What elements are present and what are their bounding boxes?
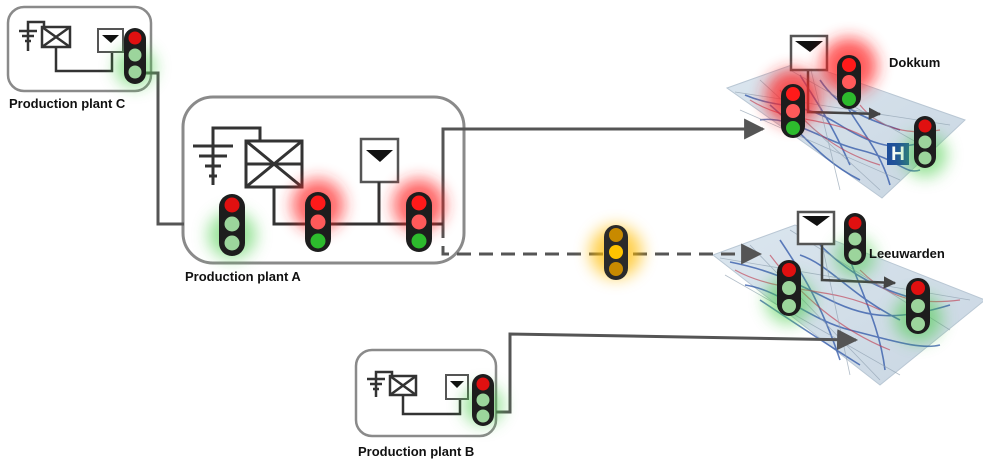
traffic-light-plant-a-2 <box>292 179 344 252</box>
plant-a-source-icon <box>193 126 443 226</box>
traffic-light-dokkum-3 <box>903 116 947 177</box>
traffic-light-plant-c <box>115 28 155 87</box>
traffic-light-link-amber <box>590 225 642 280</box>
plant-c-source-icon <box>19 20 114 73</box>
leeuwarden-tank-icon <box>796 210 836 246</box>
plant-b-label: Production plant B <box>358 444 475 459</box>
leeuwarden-internal-arrow <box>820 240 897 289</box>
link-b-to-leeuwarden <box>496 329 859 414</box>
traffic-light-leeuwarden-1 <box>835 213 875 277</box>
traffic-light-plant-a-3 <box>393 179 445 252</box>
dokkum-tank-icon <box>789 34 829 72</box>
plant-b-source-icon <box>367 370 462 416</box>
plant-a-label: Production plant A <box>185 269 301 284</box>
plant-a-tank-icon <box>359 137 400 224</box>
traffic-light-leeuwarden-3 <box>894 278 942 342</box>
link-a-to-leeuwarden <box>441 224 763 265</box>
plant-c-tank-icon <box>97 28 124 53</box>
city-label-leeuwarden: Leeuwarden <box>869 246 945 261</box>
plant-c-label: Production plant C <box>9 96 126 111</box>
traffic-light-leeuwarden-2 <box>765 260 813 324</box>
traffic-light-dokkum-2 <box>765 69 821 138</box>
link-c-to-a <box>134 71 184 226</box>
traffic-light-dokkum-1 <box>821 38 877 109</box>
plant-b-tank-icon <box>445 374 469 400</box>
traffic-light-plant-b <box>463 374 503 426</box>
city-label-dokkum: Dokkum <box>889 55 941 70</box>
traffic-light-plant-a-1 <box>208 194 256 259</box>
hospital-icon-letter: H <box>891 144 905 165</box>
link-a-to-dokkum <box>441 118 766 224</box>
